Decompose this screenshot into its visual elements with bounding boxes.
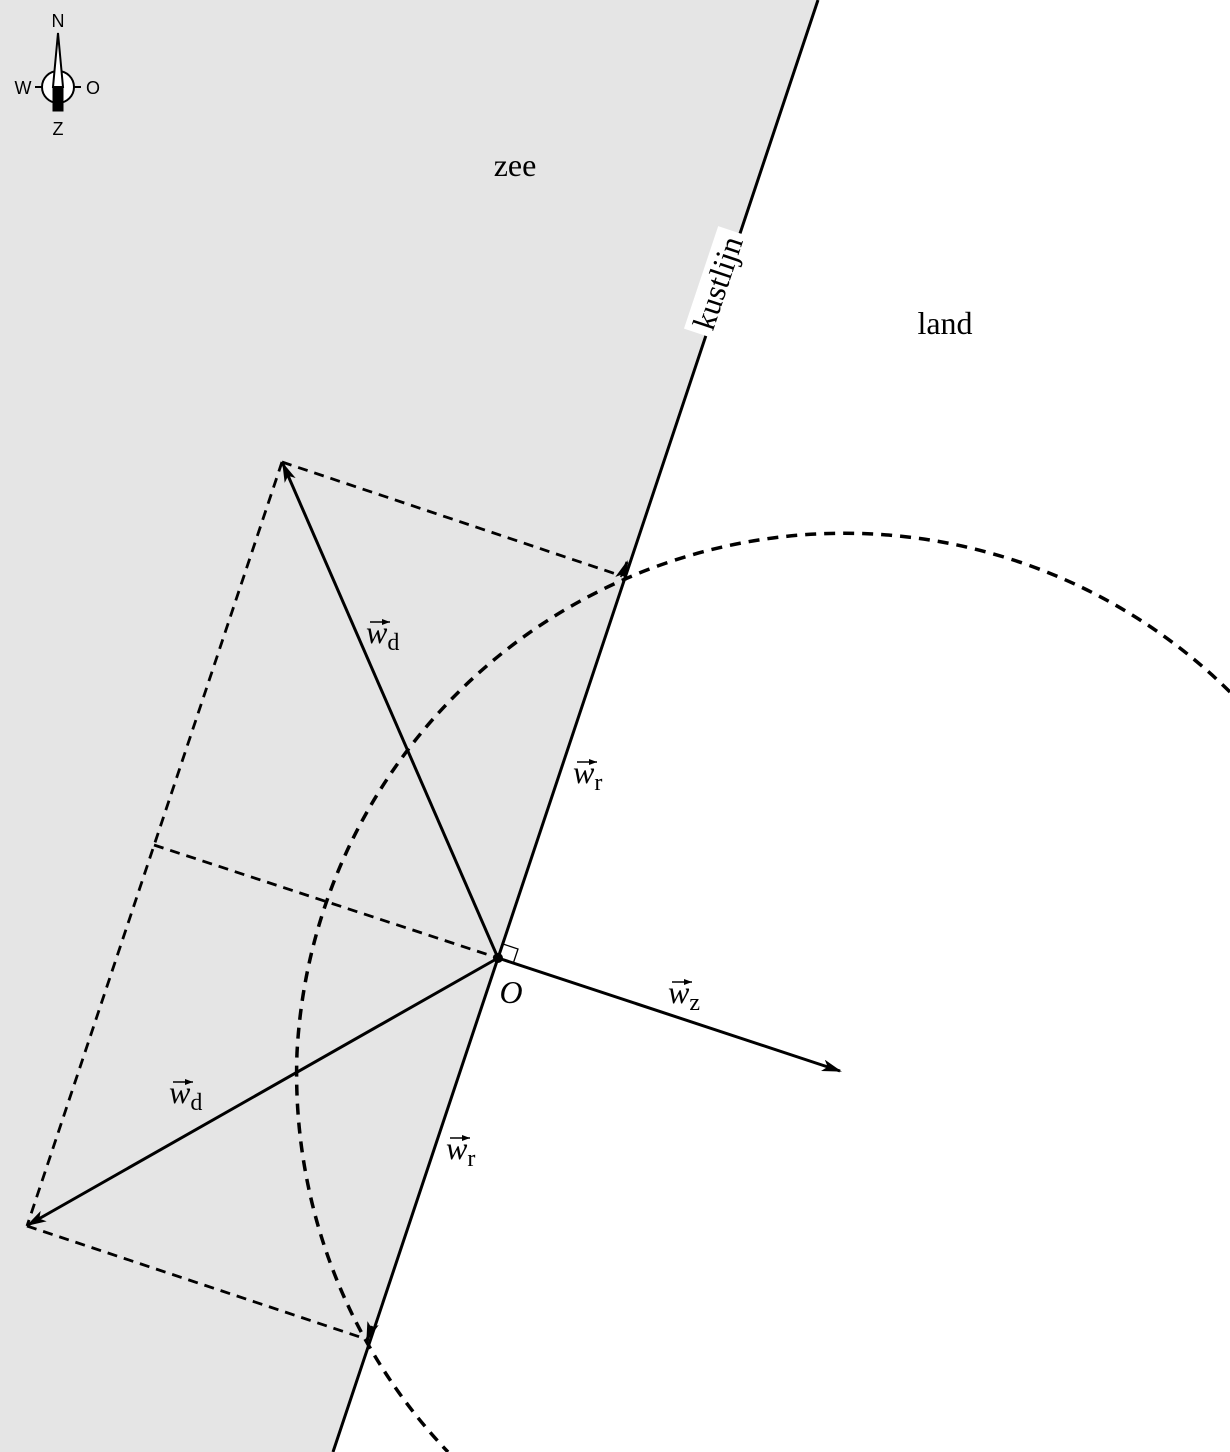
vector-symbol: w (366, 614, 388, 650)
compass-west-label: W (15, 78, 32, 98)
vector-subscript: d (387, 630, 399, 656)
dashed-middle (153, 843, 499, 960)
sea-label: zee (494, 147, 537, 183)
sea-region (0, 0, 818, 1452)
svg-text:wr: wr (446, 1130, 475, 1172)
vector-symbol: w (668, 974, 690, 1010)
origin-point (493, 953, 503, 963)
vector-subscript: d (190, 1090, 202, 1116)
vector-wr-upper (615, 560, 629, 581)
dashed-upper-top (281, 460, 623, 578)
label-wd-upper: wd (366, 614, 399, 656)
vector-symbol: w (446, 1130, 468, 1166)
dashed-circle-arc (294, 531, 1230, 1452)
label-wr-lower: wr (446, 1130, 475, 1172)
compass-needle-south (52, 86, 64, 112)
vector-subscript: r (594, 770, 602, 796)
compass-south-label: Z (53, 119, 64, 139)
svg-text:wr: wr (573, 754, 602, 796)
vector-symbol: w (169, 1074, 191, 1110)
svg-text:wz: wz (668, 974, 700, 1016)
svg-text:wd: wd (366, 614, 399, 656)
vector-wd-upper (281, 462, 500, 959)
vector-subscript: r (467, 1146, 475, 1172)
svg-text:wd: wd (169, 1074, 202, 1116)
label-wd-lower: wd (169, 1074, 202, 1116)
coastline-label-gap (683, 226, 759, 342)
vector-symbol: w (573, 754, 595, 790)
origin-label: O (499, 974, 522, 1010)
label-wz: wz (668, 974, 700, 1016)
vector-wr-lower (365, 1321, 379, 1342)
right-angle-marker (502, 943, 519, 965)
vector-subscript: z (689, 990, 700, 1016)
label-wr-upper: wr (573, 754, 602, 796)
dashed-lower-bottom (26, 1224, 370, 1342)
compass-east-label: O (86, 78, 100, 98)
dashed-left-edge (25, 461, 284, 1227)
vector-wd-lower (26, 956, 499, 1227)
construction-lines (25, 460, 623, 1342)
vector-wz (497, 956, 842, 1073)
land-label: land (917, 305, 972, 341)
compass-north-label: N (52, 11, 65, 31)
compass-rose: N Z W O (15, 11, 101, 139)
